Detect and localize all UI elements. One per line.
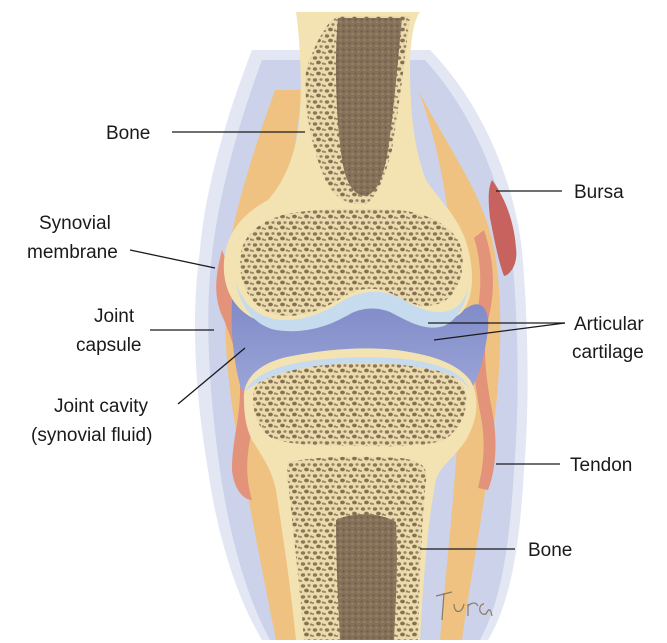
label-tendon: Tendon bbox=[570, 455, 632, 476]
label-synovial-membrane-2: membrane bbox=[27, 242, 118, 263]
label-bursa: Bursa bbox=[574, 182, 624, 203]
label-joint-cavity-2: (synovial fluid) bbox=[31, 425, 152, 446]
label-bone-bottom: Bone bbox=[528, 540, 572, 561]
label-joint-capsule-2: capsule bbox=[76, 335, 142, 356]
label-bone-top: Bone bbox=[106, 123, 150, 144]
label-joint-cavity-1: Joint cavity bbox=[54, 396, 148, 417]
label-articular-cartilage-1: Articular bbox=[574, 314, 644, 335]
label-articular-cartilage-2: cartilage bbox=[572, 342, 644, 363]
label-synovial-membrane-1: Synovial bbox=[39, 213, 111, 234]
label-joint-capsule-1: Joint bbox=[94, 306, 135, 327]
